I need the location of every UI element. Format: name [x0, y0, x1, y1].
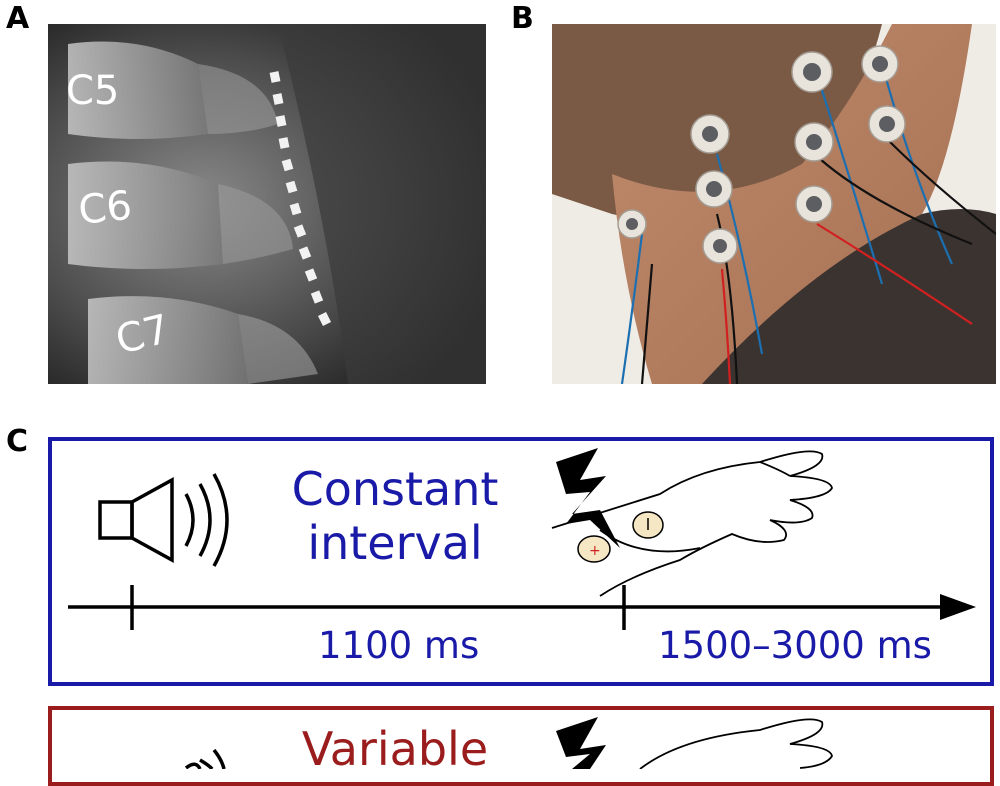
inter-trial-interval-label: 1500–3000 ms	[658, 624, 932, 667]
hand-icon	[551, 450, 833, 597]
vertebra-label-c5: C5	[66, 68, 119, 114]
vertebra-label-c6: C6	[76, 183, 134, 234]
timeline-diagram: +	[68, 448, 976, 769]
stimulus-interval-label: 1100 ms	[318, 624, 480, 667]
panel-letter-c: C	[6, 424, 29, 459]
constant-label-line1: Constant	[291, 462, 499, 516]
xray-image: C5 C6 C7	[48, 24, 486, 384]
speaker-icon	[98, 473, 229, 567]
panel-letter-b: B	[511, 1, 534, 36]
cathode-pad	[577, 535, 611, 563]
neck-electrode-photo	[552, 24, 996, 384]
lightning-icon-variable	[556, 717, 606, 769]
speaker-icon-variable	[184, 748, 226, 769]
constant-label-line2: interval	[307, 516, 483, 570]
constant-interval-label: Constant interval	[240, 462, 550, 570]
hand-icon-variable	[639, 718, 833, 769]
constant-interval-box	[48, 437, 994, 686]
svg-text:+: +	[589, 543, 601, 559]
timeline-arrow	[68, 585, 950, 630]
variable-label-line1: Variable	[301, 722, 489, 776]
electrode-group	[617, 45, 906, 264]
panel-letter-a: A	[6, 1, 30, 36]
lightning-icon	[556, 448, 620, 548]
variable-interval-label: Variable	[240, 722, 550, 776]
